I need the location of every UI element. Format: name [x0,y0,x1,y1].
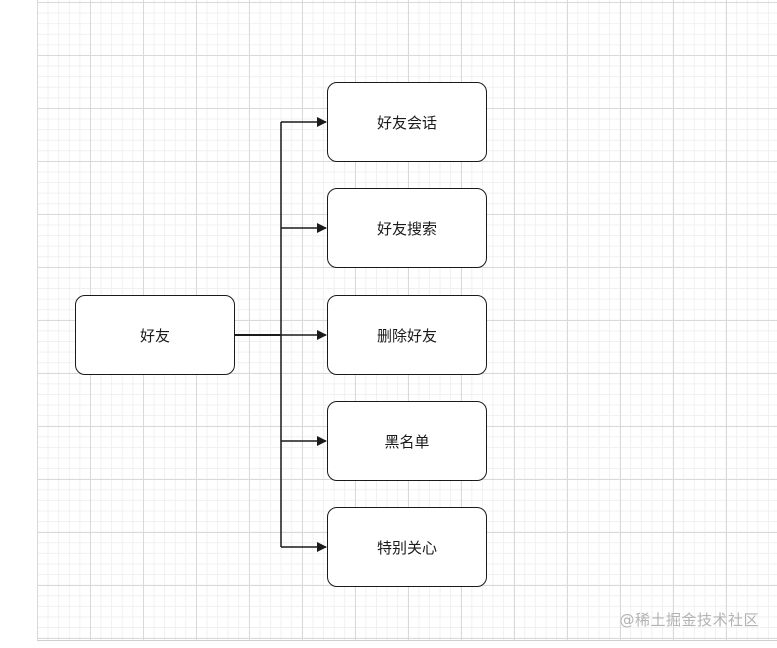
node-label: 删除好友 [376,326,437,345]
node-label: 好友搜索 [376,219,437,238]
node-delete-friend[interactable]: 删除好友 [327,295,487,375]
node-friend-chat[interactable]: 好友会话 [327,82,487,162]
node-special-care[interactable]: 特别关心 [327,507,487,587]
node-blacklist[interactable]: 黑名单 [327,401,487,481]
watermark: @稀土掘金技术社区 [619,611,759,629]
node-root-friends[interactable]: 好友 [75,295,235,375]
node-label: 特别关心 [376,538,437,557]
canvas-divider [37,640,777,641]
node-friend-search[interactable]: 好友搜索 [327,188,487,268]
node-label: 好友 [139,326,170,345]
node-label: 好友会话 [376,113,437,132]
node-label: 黑名单 [384,432,430,451]
